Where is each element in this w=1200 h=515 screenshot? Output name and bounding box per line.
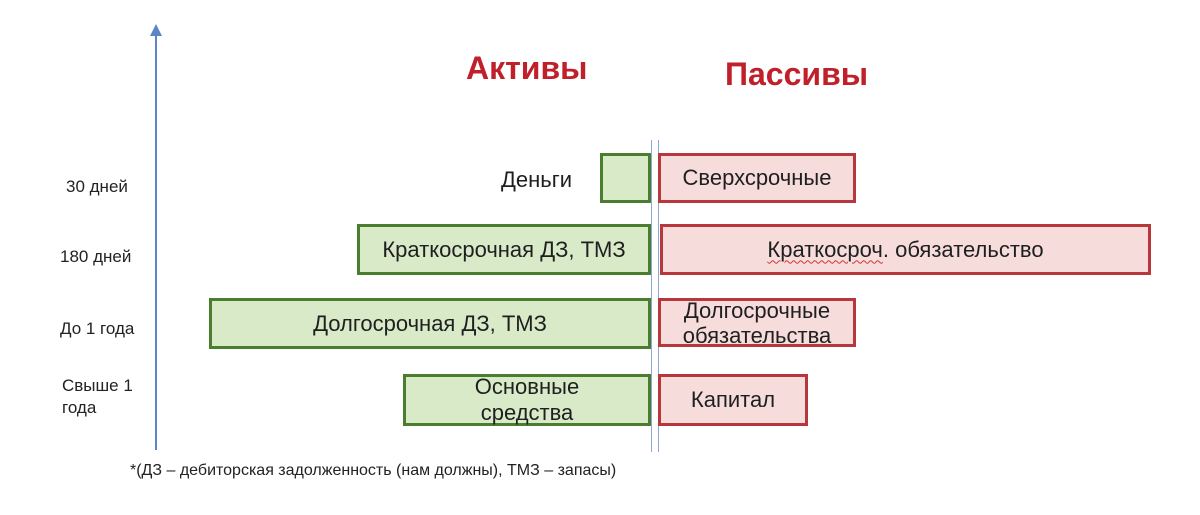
short-term-liabilities-label: Краткосроч. обязательство bbox=[767, 237, 1043, 263]
overdue-liabilities-label: Сверхсрочные bbox=[682, 165, 832, 190]
row-label-over-1-year-line1: Свыше 1 bbox=[62, 376, 133, 395]
long-term-liabilities-label-line2: обязательства bbox=[682, 322, 832, 348]
axis-arrow-icon bbox=[150, 24, 162, 36]
capital-box: Капитал bbox=[658, 374, 808, 426]
row-label-30-days: 30 дней bbox=[66, 177, 128, 196]
short-term-receivables-label: Краткосрочная ДЗ, ТМЗ bbox=[382, 236, 626, 262]
fixed-assets-label-line2: средства bbox=[480, 400, 574, 425]
row-label-up-to-1-year: До 1 года bbox=[60, 319, 135, 338]
cash-label: Деньги bbox=[501, 167, 573, 192]
long-term-receivables-label: Долгосрочная ДЗ, ТМЗ bbox=[313, 310, 547, 336]
center-divider-right bbox=[658, 140, 659, 452]
capital-label: Капитал bbox=[690, 387, 776, 412]
footnote: *(ДЗ – дебиторская задолженность (нам до… bbox=[130, 462, 617, 479]
fixed-assets-box: Основные средства bbox=[403, 374, 651, 426]
liabilities-header: Пассивы bbox=[725, 56, 869, 92]
long-term-liabilities-box: Долгосрочные обязательства bbox=[658, 297, 856, 348]
long-term-liabilities-label-line1: Долгосрочные bbox=[683, 297, 831, 323]
cash-box bbox=[600, 153, 651, 203]
short-term-liabilities-rest: . обязательство bbox=[882, 236, 1044, 262]
time-axis bbox=[155, 34, 157, 450]
assets-header: Активы bbox=[466, 50, 588, 86]
short-term-liabilities-word: Краткосроч bbox=[767, 236, 883, 262]
row-label-over-1-year-line2: года bbox=[62, 398, 97, 417]
short-term-receivables-box: Краткосрочная ДЗ, ТМЗ bbox=[357, 224, 651, 275]
short-term-liabilities-box: Краткосроч. обязательство bbox=[660, 224, 1151, 275]
row-label-180-days: 180 дней bbox=[60, 247, 132, 266]
overdue-liabilities-box: Сверхсрочные bbox=[658, 153, 856, 203]
fixed-assets-label-line1: Основные bbox=[474, 374, 580, 399]
center-divider-left bbox=[651, 140, 652, 452]
long-term-receivables-box: Долгосрочная ДЗ, ТМЗ bbox=[209, 298, 651, 349]
